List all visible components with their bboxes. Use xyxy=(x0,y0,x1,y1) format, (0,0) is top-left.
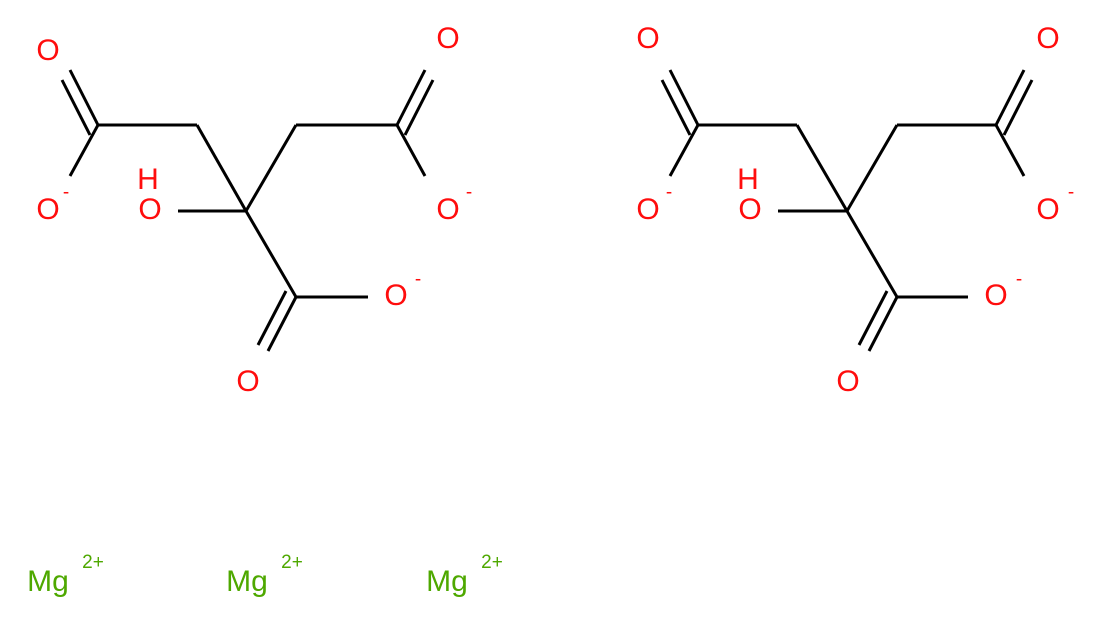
bond-group xyxy=(660,69,1034,352)
carboxylate-oxygen-label: O xyxy=(384,279,407,312)
bond-c3-c4 xyxy=(845,124,899,212)
bond-c3-c6 xyxy=(244,210,298,298)
carbonyl-oxygen-label: O xyxy=(36,34,59,67)
bond-c6-o-double-b xyxy=(857,290,889,346)
negative-charge-label: - xyxy=(1016,269,1022,290)
magnesium-charge: 2+ xyxy=(82,552,104,573)
magnesium-charge: 2+ xyxy=(281,552,303,573)
magnesium-ion-2: Mg 2+ xyxy=(226,552,303,598)
citrate-anion-1: O O - O O - H O O - O xyxy=(36,22,472,398)
bond-c5-o-double-a xyxy=(395,69,427,126)
magnesium-symbol: Mg xyxy=(27,565,69,598)
bond-c3-c4 xyxy=(244,124,298,212)
bond-c6-o-double-a xyxy=(867,296,899,352)
negative-charge-label: - xyxy=(666,182,672,203)
bond-c5-o-double-a xyxy=(994,69,1026,126)
bond-group xyxy=(60,69,435,352)
bond-c3-c6 xyxy=(845,210,899,298)
negative-charge-label: - xyxy=(415,269,421,290)
carbonyl-oxygen-label: O xyxy=(636,22,659,55)
bond-c1-o-single xyxy=(668,124,700,177)
bond-c1-o-double-a xyxy=(68,69,100,126)
carbonyl-oxygen-label: O xyxy=(236,365,259,398)
carboxylate-oxygen-label: O xyxy=(36,193,59,226)
hydroxyl-hydrogen-label: H xyxy=(137,163,159,196)
hydroxyl-oxygen-label: O xyxy=(138,193,161,226)
negative-charge-label: - xyxy=(1068,182,1074,203)
hydroxyl-hydrogen-label: H xyxy=(737,163,759,196)
bond-c6-o-double-b xyxy=(256,290,288,346)
hydroxyl-oxygen-label: O xyxy=(738,193,761,226)
bond-c1-o-double-b xyxy=(60,79,92,136)
bond-c1-o-single xyxy=(68,124,100,177)
citrate-anion-2: O O - O O - H O O - O xyxy=(636,22,1074,398)
bond-c1-o-double-a xyxy=(668,69,700,126)
magnesium-symbol: Mg xyxy=(426,565,468,598)
carboxylate-oxygen-label: O xyxy=(1036,193,1059,226)
carbonyl-oxygen-label: O xyxy=(1036,22,1059,55)
carboxylate-oxygen-label: O xyxy=(636,193,659,226)
carbonyl-oxygen-label: O xyxy=(836,365,859,398)
bond-c5-o-single xyxy=(994,124,1026,177)
bond-c5-o-single xyxy=(395,124,427,177)
negative-charge-label: - xyxy=(466,182,472,203)
carbonyl-oxygen-label: O xyxy=(436,22,459,55)
magnesium-symbol: Mg xyxy=(226,565,268,598)
bond-c1-o-double-b xyxy=(660,79,692,136)
magnesium-ion-1: Mg 2+ xyxy=(27,552,104,598)
bond-c6-o-double-a xyxy=(266,296,298,352)
negative-charge-label: - xyxy=(63,182,69,203)
magnesium-charge: 2+ xyxy=(481,552,503,573)
bond-c2-c3 xyxy=(795,124,849,212)
bond-c2-c3 xyxy=(195,124,248,212)
carboxylate-oxygen-label: O xyxy=(984,279,1007,312)
bond-c5-o-double-b xyxy=(1002,79,1034,136)
bond-c5-o-double-b xyxy=(403,79,435,136)
carboxylate-oxygen-label: O xyxy=(436,193,459,226)
magnesium-ion-3: Mg 2+ xyxy=(426,552,503,598)
